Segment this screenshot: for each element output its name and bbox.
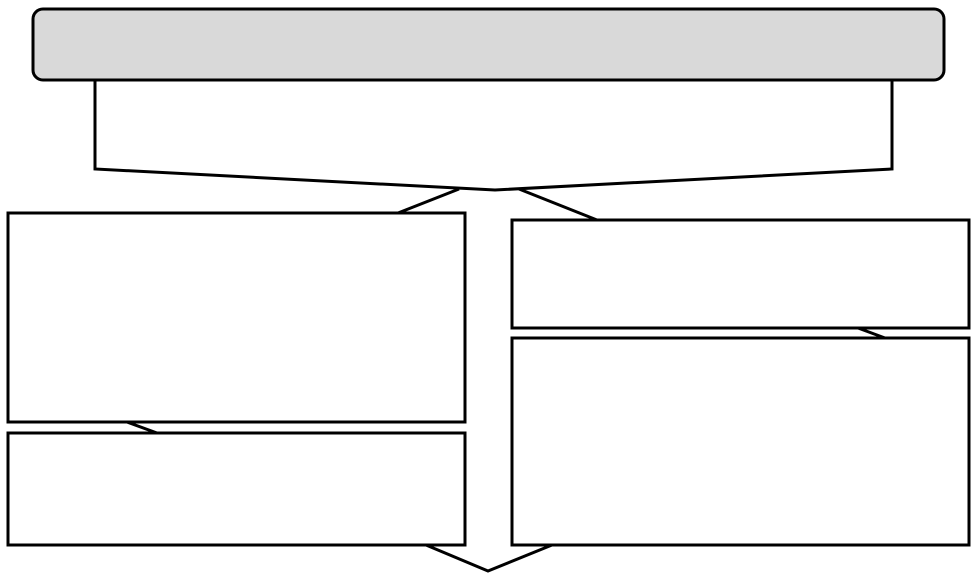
connector-right-top-to-bottom	[857, 326, 886, 340]
converge-arrow	[425, 543, 553, 573]
left-bottom-box	[6, 431, 467, 547]
right-bottom-box	[510, 336, 971, 547]
right-top-box	[510, 218, 971, 330]
header-bar	[31, 7, 946, 82]
connector-funnel-to-left	[397, 187, 460, 215]
connector-left-top-to-bottom	[126, 420, 158, 435]
left-top-box	[6, 211, 467, 424]
funnel-connector	[93, 76, 894, 192]
connector-funnel-to-right	[518, 187, 598, 222]
